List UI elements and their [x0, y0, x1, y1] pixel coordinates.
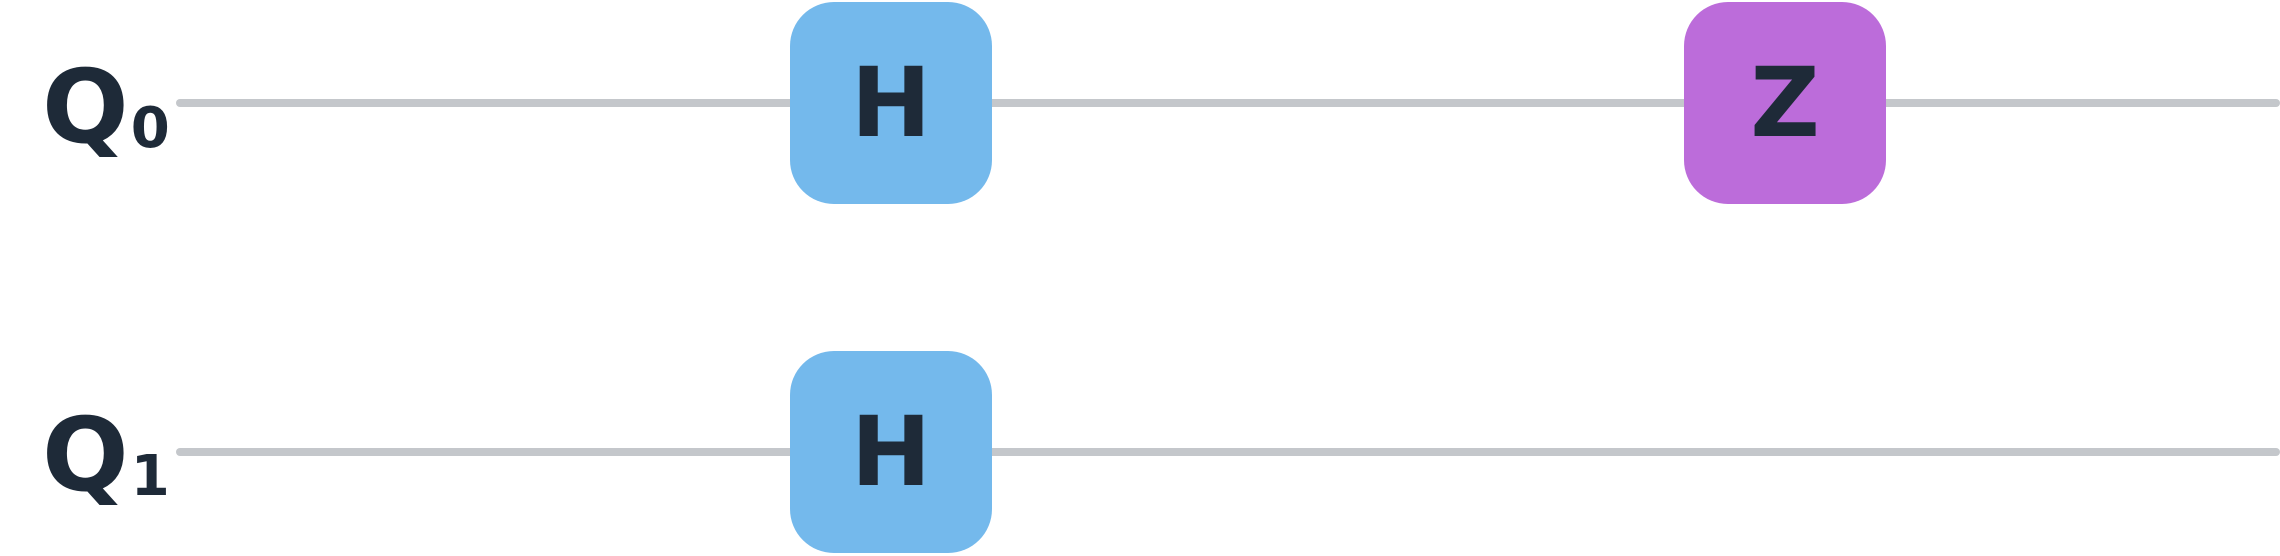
qubit-label-q0: Q0 — [42, 57, 170, 159]
gate-label: H — [850, 47, 932, 159]
qubit-name: Q — [42, 48, 129, 167]
qubit-index: 1 — [130, 444, 170, 509]
h-gate-q0[interactable]: H — [790, 2, 992, 204]
gate-label: Z — [1750, 47, 1820, 159]
qubit-wire-q1 — [176, 448, 2280, 456]
z-gate-q0[interactable]: Z — [1684, 2, 1886, 204]
qubit-label-q1: Q1 — [42, 405, 170, 507]
qubit-index: 0 — [130, 96, 170, 161]
gate-label: H — [850, 396, 932, 508]
h-gate-q1[interactable]: H — [790, 351, 992, 553]
qubit-wire-q0 — [176, 99, 2280, 107]
qubit-name: Q — [42, 396, 129, 515]
